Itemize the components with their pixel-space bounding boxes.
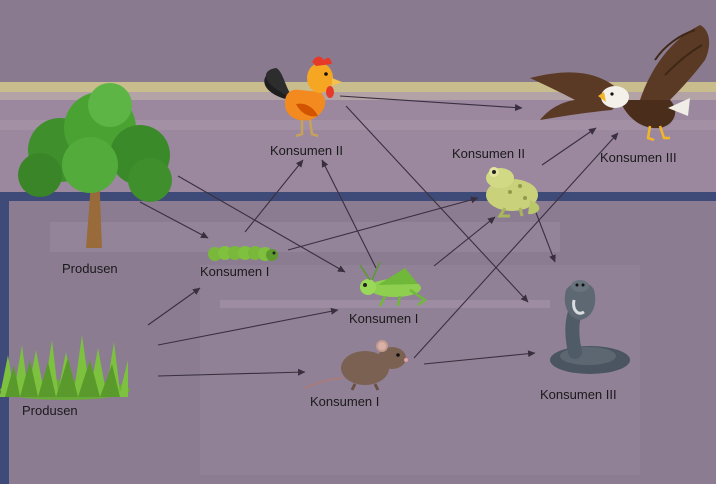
arrow-mouse-to-eagle	[413, 132, 619, 359]
tree-icon	[18, 83, 172, 248]
arrow-grass-to-mouse	[157, 368, 306, 377]
grass-icon	[0, 335, 130, 400]
label-produsen-grass: Produsen	[22, 403, 78, 418]
arrow-tree-to-grasshopper	[177, 175, 346, 273]
label-konsumen-grasshopper: Konsumen I	[349, 311, 418, 326]
arrow-grass-to-caterpillar	[147, 287, 201, 326]
arrow-rooster-to-eagle	[339, 95, 523, 112]
caterpillar-icon	[208, 246, 278, 261]
label-produsen-tree: Produsen	[62, 261, 118, 276]
arrow-grasshopper-to-frog	[433, 216, 496, 267]
arrow-grasshopper-to-rooster	[321, 159, 377, 269]
label-konsumen-caterpillar: Konsumen I	[200, 264, 269, 279]
arrow-caterpillar-to-rooster	[244, 159, 304, 233]
mouse-icon	[304, 340, 408, 391]
snake-icon	[550, 280, 630, 374]
label-konsumen-eagle: Konsumen III	[600, 150, 677, 165]
arrow-tree-to-caterpillar	[139, 201, 209, 239]
label-konsumen-rooster: Konsumen II	[270, 143, 343, 158]
label-konsumen-snake: Konsumen III	[540, 387, 617, 402]
grasshopper-icon	[359, 261, 428, 307]
arrow-mouse-to-snake	[423, 350, 536, 365]
frog-icon	[486, 167, 540, 218]
arrows	[139, 95, 619, 377]
arrow-frog-to-snake	[534, 209, 556, 263]
arrow-grass-to-grasshopper	[157, 307, 339, 346]
arrow-rooster-to-snake	[345, 105, 529, 303]
rooster-icon	[264, 56, 342, 138]
label-konsumen-frog: Konsumen II	[452, 146, 525, 161]
arrow-caterpillar-to-frog	[287, 196, 479, 251]
label-konsumen-mouse: Konsumen I	[310, 394, 379, 409]
arrow-frog-to-eagle	[541, 127, 597, 166]
eagle-icon	[530, 25, 710, 142]
